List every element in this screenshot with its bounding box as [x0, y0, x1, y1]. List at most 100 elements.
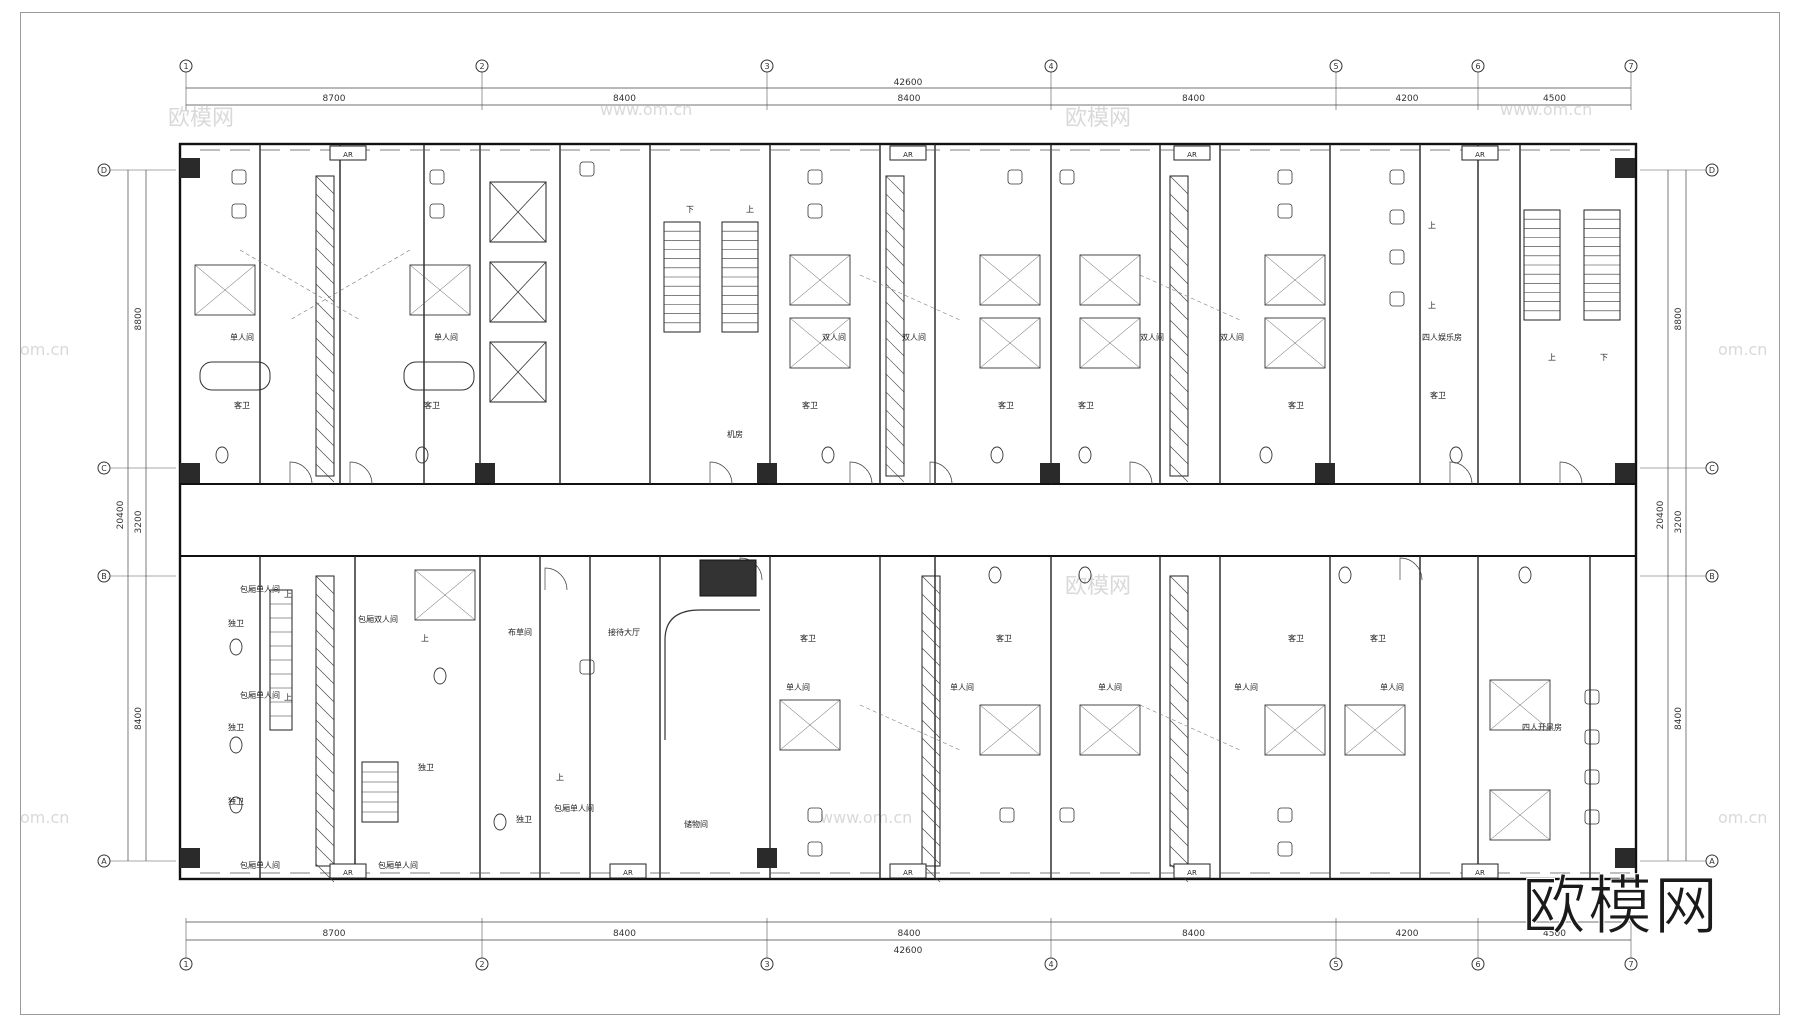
chair: [1389, 209, 1405, 225]
shaft-hatch: [885, 373, 905, 393]
shaft-hatch: [885, 337, 905, 357]
shaft-hatch: [1169, 229, 1189, 249]
door-swing: [929, 461, 953, 485]
shaft-hatch: [315, 845, 335, 865]
shaft-hatch: [921, 791, 941, 811]
bath-label: 客卫: [800, 633, 816, 643]
shaft-hatch: [1169, 301, 1189, 321]
shaft: [315, 175, 335, 477]
stair-marker: 上: [1548, 353, 1556, 362]
shaft-hatch: [315, 737, 335, 757]
toilet: [1449, 446, 1463, 464]
shaft-hatch: [1169, 445, 1189, 465]
stair-marker: 上: [746, 205, 754, 214]
toilet: [1518, 566, 1532, 584]
door-swing: [1129, 461, 1153, 485]
room-label: 双人间: [1140, 333, 1164, 342]
bed-fold: [1489, 789, 1551, 841]
grid-label: 1: [183, 62, 188, 71]
structural-column: [1615, 463, 1635, 483]
grid-label: 6: [1475, 62, 1480, 71]
room-label: 机房: [727, 429, 743, 439]
shaft-hatch: [315, 283, 335, 303]
elevator-cross: [489, 261, 547, 323]
dimension-text: 4200: [1396, 94, 1419, 104]
ac-label: AR: [903, 869, 913, 877]
structural-column: [1615, 158, 1635, 178]
structural-column: [180, 848, 200, 868]
room-label: 单人间: [1234, 682, 1258, 692]
watermark-logo: 欧模网: [1065, 574, 1132, 599]
ac-unit: [1173, 145, 1211, 161]
chair: [1007, 169, 1023, 185]
shaft-hatch: [1169, 737, 1189, 757]
chair: [1277, 807, 1293, 823]
chair: [1277, 841, 1293, 857]
room-label: 双人间: [902, 333, 926, 342]
chair: [807, 841, 823, 857]
bed-fold: [1079, 317, 1141, 369]
room-label: 包厢双人间: [358, 614, 398, 624]
shaft: [885, 175, 905, 477]
ac-label: AR: [1475, 151, 1485, 159]
ac-label: AR: [1187, 869, 1197, 877]
shaft-hatch: [315, 755, 335, 775]
grid-label: 5: [1333, 62, 1338, 71]
bed-fold: [1344, 704, 1406, 756]
dimension-text: 8700: [323, 94, 346, 104]
grid-label: 2: [479, 62, 484, 71]
shaft-hatch: [315, 211, 335, 231]
shaft-hatch: [1169, 283, 1189, 303]
shaft-hatch: [921, 593, 941, 613]
reception-desk: [664, 609, 760, 740]
dimension-total: 20400: [116, 500, 126, 529]
bath-label: 独卫: [228, 796, 244, 806]
dimension-text: 8800: [1674, 307, 1684, 330]
dimension-total: 20400: [1656, 500, 1666, 529]
shaft-hatch: [885, 283, 905, 303]
shaft-hatch: [1169, 629, 1189, 649]
bed-fold: [1489, 679, 1551, 731]
shaft-hatch: [885, 319, 905, 339]
grid-label: 3: [764, 960, 769, 969]
grid-label: 4: [1048, 62, 1053, 71]
bed-fold: [194, 264, 256, 316]
chair: [999, 807, 1015, 823]
stair-marker: 下: [686, 205, 694, 214]
grid-label: 7: [1628, 62, 1633, 71]
toilet: [433, 667, 447, 685]
room-label: 包厢单人间: [240, 690, 280, 700]
bed: [414, 569, 476, 621]
chair: [579, 659, 595, 675]
dimension-text: 8400: [898, 94, 921, 104]
shaft-hatch: [1169, 193, 1189, 213]
bath-label: 客卫: [1430, 390, 1446, 400]
dimension-text: 4200: [1396, 929, 1419, 939]
shaft-hatch: [1169, 593, 1189, 613]
ac-unit: [609, 863, 647, 879]
shaft-hatch: [885, 391, 905, 411]
room-label: 储物间: [684, 819, 708, 829]
watermark-url: www.om.cn: [820, 808, 913, 827]
bed-fold: [979, 317, 1041, 369]
bath-label: 客卫: [998, 400, 1014, 410]
shaft-hatch: [921, 629, 941, 649]
bed-fold: [1079, 254, 1141, 306]
door-swing: [1449, 461, 1473, 485]
ac-unit: [1173, 863, 1211, 879]
toilet: [990, 446, 1004, 464]
shaft-hatch: [1169, 809, 1189, 829]
shaft-hatch: [1169, 247, 1189, 267]
ac-unit: [1461, 145, 1499, 161]
chair: [429, 203, 445, 219]
shaft-hatch: [885, 355, 905, 375]
shaft-hatch: [315, 193, 335, 213]
structural-column: [180, 463, 200, 483]
shaft-hatch: [1169, 175, 1189, 195]
elevator-shaft: [489, 341, 547, 403]
shaft-hatch: [921, 701, 941, 721]
shaft-hatch: [885, 265, 905, 285]
watermark-short: om.cn: [1718, 808, 1768, 827]
room-label: 接待大厅: [608, 627, 640, 637]
